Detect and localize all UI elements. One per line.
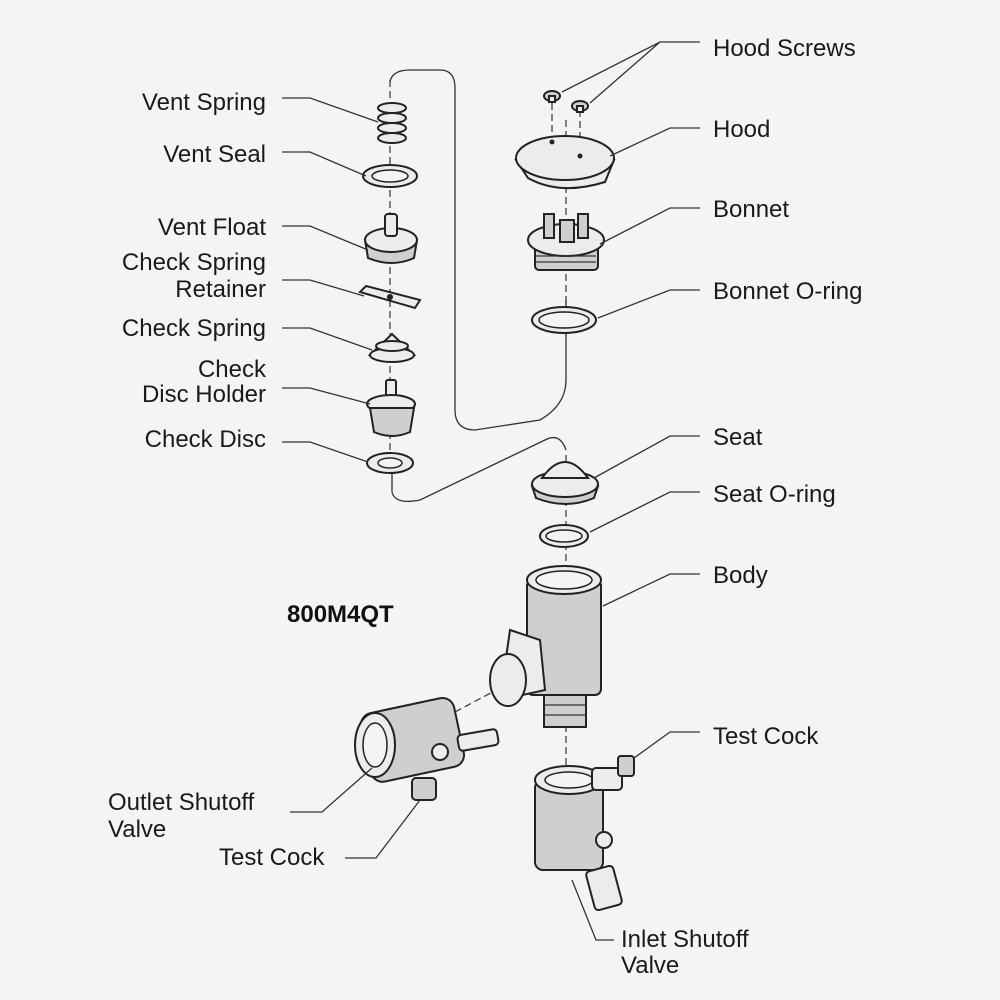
label-check-spring: Check Spring: [121, 315, 266, 342]
leader-bonnet-oring: [597, 289, 700, 319]
bonnet-part: [527, 213, 605, 271]
leader-vent-float: [282, 225, 369, 251]
leader-body: [602, 573, 700, 607]
label-test-cock-right: Test Cock: [713, 723, 819, 750]
leader-vent-seal: [282, 151, 367, 177]
outlet-axis: [454, 687, 501, 713]
leader-outlet-shutoff: [290, 767, 373, 813]
label-seat-oring: Seat O-ring: [713, 481, 836, 508]
check-spring-retainer-part: [358, 284, 422, 310]
leader-check-spring-retainer: [282, 279, 365, 297]
leader-inlet-shutoff: [571, 879, 614, 941]
label-check-spring-retainer-line2: Retainer: [175, 276, 266, 303]
bonnet-oring-part: [531, 306, 597, 334]
leader-check-disc-holder: [282, 387, 371, 405]
label-outlet-shutoff-line1: Outlet Shutoff: [108, 789, 255, 816]
label-check-disc-holder-line1: Check: [197, 356, 266, 383]
label-test-cock-left: Test Cock: [219, 844, 325, 871]
label-inlet-shutoff-line2: Valve: [621, 952, 680, 979]
label-vent-seal: Vent Seal: [163, 141, 266, 168]
leader-seat: [593, 435, 700, 479]
model-number: 800M4QT: [287, 601, 394, 628]
check-disc-part: [366, 452, 414, 474]
hood-part: [514, 135, 616, 190]
label-check-spring-retainer-line1: Check Spring: [121, 249, 266, 276]
vent-seal-part: [362, 164, 418, 188]
label-bonnet-oring: Bonnet O-ring: [713, 278, 863, 305]
seat-oring-part: [539, 524, 589, 548]
vent-float-part: [363, 213, 419, 264]
check-spring-part: [367, 332, 417, 363]
inlet-shutoff-valve-part: [534, 755, 635, 912]
outlet-shutoff-valve-part: [354, 697, 500, 801]
leader-hood-screws: [561, 41, 700, 104]
label-vent-spring: Vent Spring: [141, 89, 266, 116]
label-bonnet: Bonnet: [713, 196, 790, 223]
vent-spring-part: [377, 102, 407, 144]
leader-vent-spring: [282, 97, 379, 123]
label-outlet-shutoff-line2: Valve: [108, 816, 167, 843]
leader-check-disc: [282, 441, 369, 463]
leader-test-cock-left: [345, 799, 421, 859]
label-check-disc: Check Disc: [144, 426, 266, 453]
label-seat: Seat: [713, 424, 763, 451]
leader-seat-oring: [589, 491, 700, 533]
label-hood: Hood: [713, 116, 771, 143]
body-part: [489, 565, 602, 728]
seat-part: [530, 461, 600, 505]
label-body: Body: [713, 562, 768, 589]
leader-hood: [609, 127, 700, 157]
label-vent-float: Vent Float: [157, 214, 266, 241]
label-inlet-shutoff-line1: Inlet Shutoff: [621, 926, 749, 953]
assembly-route-line-lower: [391, 436, 567, 503]
label-check-disc-holder-line2: Disc Holder: [141, 381, 266, 408]
leader-check-spring: [282, 327, 373, 351]
label-hood-screws: Hood Screws: [713, 35, 856, 62]
assembly-route-line: [389, 69, 567, 431]
check-disc-holder-part: [366, 379, 416, 437]
leader-test-cock-right: [633, 731, 700, 759]
leader-bonnet: [599, 207, 700, 245]
hood-screws-part: [543, 90, 589, 113]
